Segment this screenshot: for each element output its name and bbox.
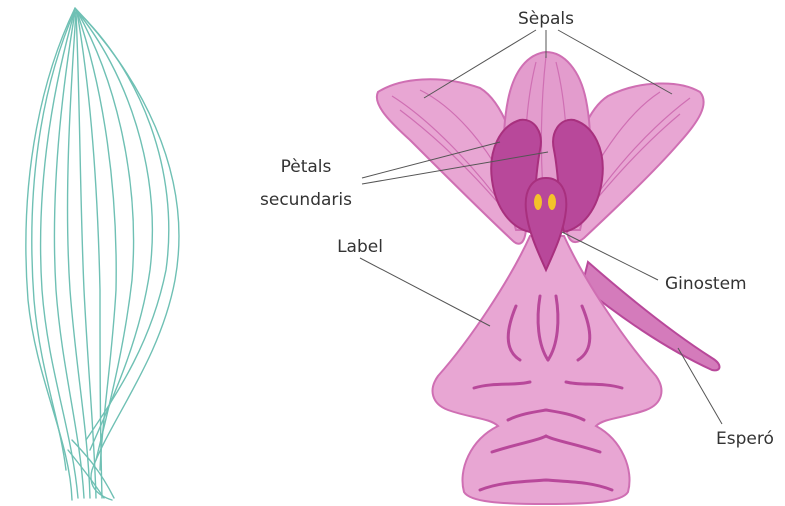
label-ginostem: Ginostem (665, 274, 747, 294)
label-sepals: Sèpals (518, 9, 574, 29)
labellum (433, 236, 662, 504)
pollinia-left (534, 194, 542, 210)
label-espero: Esperó (716, 429, 774, 449)
label-petals-line1: Pètals (281, 157, 332, 177)
leaf-illustration (26, 8, 179, 500)
label-petals-line2: secundaris (260, 190, 352, 210)
label-labellum: Label (337, 237, 383, 257)
pollinia-right (548, 194, 556, 210)
leaf-outline-right (75, 8, 179, 500)
